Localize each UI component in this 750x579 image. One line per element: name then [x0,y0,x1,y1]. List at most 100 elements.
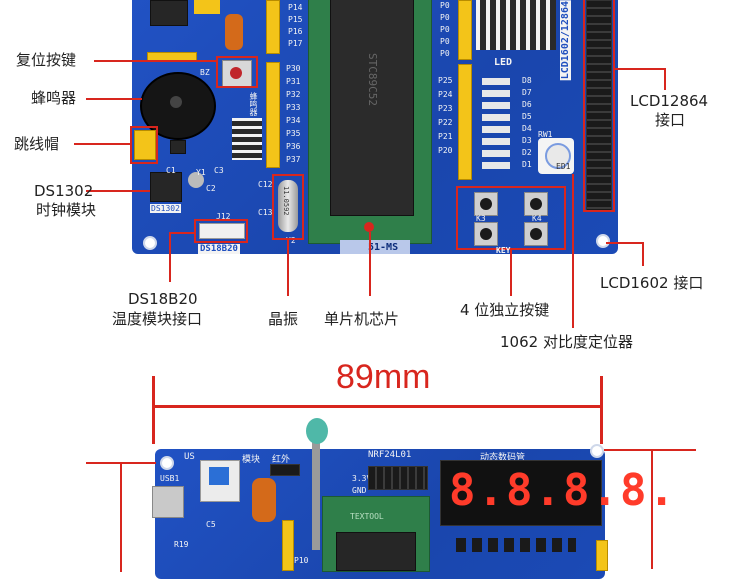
silk-ed1: ED1 [556,162,571,171]
silk-crystal-value: 11.0592 [282,186,290,216]
p1-header-bottom [282,520,294,571]
p2-labels: P25 P24 P23 P22 P21 P20 [438,76,453,155]
silk-c3: C3 [214,166,224,175]
crystal [278,180,298,232]
mount-hole [590,444,604,458]
label-crystal: 晶振 [268,310,299,328]
leader-crystal [287,240,289,296]
label-ds1302-2: 时钟模块 [36,201,97,219]
p3-labels: P30 P31 P32 P33 P34 P35 P36 P37 [286,64,301,164]
silk-y2: Y2 [286,236,296,245]
silk-k3: K3 [476,214,486,223]
silk-c2: C2 [206,184,216,193]
mcu-chip-bottom [336,532,416,571]
key-k4[interactable] [524,222,548,246]
dim-right-tick [600,376,603,444]
silk-nrf: NRF24L01 [368,450,412,460]
p3-header [266,62,280,168]
chip [150,0,188,26]
silk-board-name-2: 51-MS [368,242,399,253]
silk-lcd-title: LCD1602/12864 [560,0,571,81]
silk-usb1: USB1 [160,474,180,483]
ds18b20-box [194,219,248,243]
lcd-header [586,0,612,212]
label-contrast: 1062 对比度定位器 [500,333,633,351]
ds18b20-socket [199,223,245,239]
key-k3[interactable] [474,222,498,246]
silk-bz: BZ [200,68,210,77]
silk-c13: C13 [258,208,273,217]
p1-header [266,0,280,54]
key-k2[interactable] [524,192,548,216]
leader-lcd1602-v [642,242,644,266]
leader-ds18b20 [169,232,171,282]
key-k1[interactable] [474,192,498,216]
contrast-potentiometer[interactable] [538,138,574,174]
mcu-chip: STC89C52 [330,0,414,216]
silk-r19: R19 [174,540,189,549]
silk-c1: C1 [166,166,176,175]
p0-labels: P0 P0 P0 P0 P0 [440,1,450,58]
label-jumper-cap: 跳线帽 [14,135,60,153]
mount-hole [160,456,174,470]
guide-right-v [651,449,653,569]
transistor-row [456,538,576,552]
p0-header [458,0,472,60]
label-reset-key: 复位按键 [16,51,77,69]
silk-led-title: LED [494,57,513,68]
reset-box [216,56,258,88]
leader-ds1302 [86,190,150,192]
coin-crystal [188,172,204,188]
leader-mcu [369,232,371,296]
silk-gnd: GND [352,486,367,495]
mount-hole [143,236,157,250]
resistor-array [232,118,262,160]
silk-textool: TEXTOOL [350,512,384,521]
label-ds18b20-2: 温度模块接口 [112,310,203,328]
zif-lever-knob[interactable] [306,418,328,444]
leader-reset [94,60,216,62]
label-lcd12864-1: LCD12864 [630,92,709,110]
zif-lever[interactable] [312,430,320,550]
keys-box [456,186,566,250]
label-lcd12864-2: 接口 [655,111,686,129]
label-mcu-chip: 单片机芯片 [324,310,400,328]
silk-c5: C5 [206,520,216,529]
silk-k4: K4 [532,214,542,223]
dimension-text: 89mm [336,358,431,396]
capacitor [252,478,276,522]
mount-hole [596,234,610,248]
leader-lcd12864-h [614,68,666,70]
nrf-header [368,466,428,490]
leader-buzzer [86,98,142,100]
silk-c12: C12 [258,180,273,189]
power-switch[interactable] [200,460,240,502]
silk-tag [340,240,410,254]
ir-header [270,464,300,476]
leader-jumper [74,143,130,145]
guide-left-v [120,462,122,572]
capacitor [225,14,243,50]
transistor [170,140,186,154]
leader-lcd1602-h [606,242,644,244]
ds1302-chip [150,172,182,202]
silk-j12: J12 [216,212,231,221]
buzzer [140,72,216,140]
silk-key: KEY [496,246,511,255]
silk-ds18b20: DS18B20 [198,244,240,254]
label-lcd1602: LCD1602 接口 [600,274,704,292]
silk-rw1: RW1 [538,130,553,139]
silk-3v3: 3.3V [352,474,372,483]
p2-header [458,64,472,180]
label-ds18b20-1: DS18B20 [128,290,198,308]
lcd12864-box [583,0,615,212]
label-ds1302-1: DS1302 [34,182,94,200]
leader-ds18b20-h [169,232,195,234]
silk-fmq: 蜂鸣器 [249,92,258,116]
silk-ds1302: DS1302 [150,204,181,213]
p1-labels: P14 P15 P16 P17 [288,3,303,48]
dim-bar [152,405,603,408]
socket-lever [364,222,374,232]
silk-us: US [184,452,195,462]
silk-p10: P10 [294,556,309,565]
